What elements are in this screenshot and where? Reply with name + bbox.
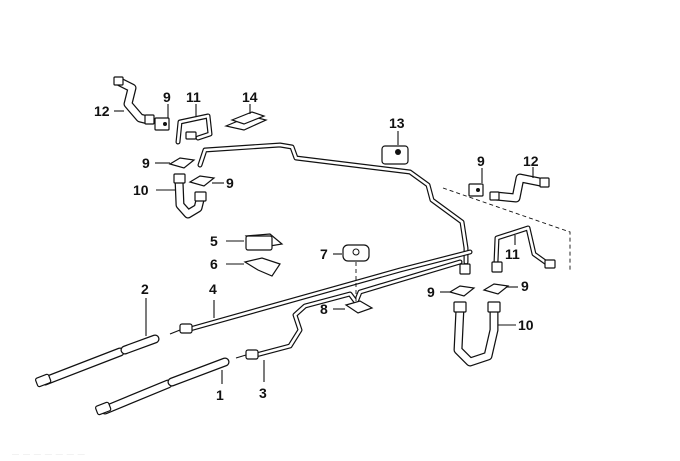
callout-11-left: 11 — [186, 89, 201, 116]
svg-text:7: 7 — [320, 246, 328, 262]
svg-text:10: 10 — [518, 317, 534, 333]
svg-text:10: 10 — [133, 182, 149, 198]
svg-text:9: 9 — [163, 89, 171, 105]
bracket-9-left-lower — [188, 175, 216, 187]
clip-strip-14 — [224, 111, 268, 131]
svg-text:3: 3 — [259, 385, 267, 401]
svg-text:11: 11 — [186, 89, 201, 105]
callout-9-left-lower: 9 — [212, 175, 234, 191]
callout-9-top-right: 9 — [477, 153, 485, 183]
bracket-9-top-left — [154, 117, 170, 131]
brake-hose-1 — [95, 357, 230, 416]
callout-11-right: 11 — [505, 235, 520, 262]
callout-6: 6 — [210, 256, 244, 272]
clip-cover-5 — [244, 233, 284, 251]
svg-text:11: 11 — [505, 246, 520, 262]
connector-block-13 — [381, 145, 409, 165]
callout-12-right: 12 — [523, 153, 539, 178]
svg-text:9: 9 — [477, 153, 485, 169]
brake-pipe-4 — [187, 249, 473, 332]
callout-10-left: 10 — [133, 182, 176, 198]
pipe-3-fitting — [235, 349, 259, 360]
callout-5: 5 — [210, 233, 244, 249]
bracket-9-left-mid — [168, 157, 196, 169]
svg-text:12: 12 — [94, 103, 110, 119]
svg-text:9: 9 — [427, 284, 435, 300]
rear-hose-10-right — [453, 301, 501, 367]
callout-14: 14 — [242, 89, 258, 114]
svg-text:5: 5 — [210, 233, 218, 249]
callout-12-left: 12 — [94, 103, 124, 119]
svg-text:8: 8 — [320, 301, 328, 317]
bracket-9-right-lower-left — [448, 285, 476, 297]
callout-9-left-mid: 9 — [142, 155, 170, 171]
callout-9-right-lower-left: 9 — [427, 284, 450, 300]
bent-pipe-11-right — [493, 225, 556, 269]
callout-8: 8 — [320, 301, 345, 317]
clip-base-6 — [243, 257, 281, 277]
bent-pipe-11-left — [175, 113, 213, 145]
callout-9-right-lower-right: 9 — [506, 278, 529, 294]
reference-frame — [442, 187, 571, 272]
caliper-hose-12-left — [113, 76, 155, 125]
svg-text:13: 13 — [389, 115, 405, 131]
rear-fitting-right — [491, 261, 503, 273]
callout-10-right: 10 — [498, 317, 534, 333]
callout-7: 7 — [320, 246, 342, 262]
callout-13: 13 — [389, 115, 405, 145]
callout-3: 3 — [259, 360, 267, 401]
svg-text:9: 9 — [142, 155, 150, 171]
nut-clip-8 — [344, 300, 374, 314]
svg-text:14: 14 — [242, 89, 258, 105]
main-brake-pipe — [197, 142, 469, 265]
pipe-holder-7 — [342, 244, 370, 262]
rear-hose-10-left — [173, 173, 207, 219]
svg-text:6: 6 — [210, 256, 218, 272]
rear-fitting-left — [459, 263, 471, 275]
brake-hose-2 — [35, 334, 160, 388]
brake-pipe-3 — [253, 259, 463, 358]
callout-1: 1 — [216, 370, 224, 403]
svg-text:9: 9 — [226, 175, 234, 191]
pipe-4-fitting — [169, 323, 193, 335]
bracket-9-right-lower-right — [482, 283, 510, 295]
callout-2: 2 — [141, 281, 149, 336]
svg-text:9: 9 — [521, 278, 529, 294]
svg-text:4: 4 — [209, 281, 217, 297]
svg-text:2: 2 — [141, 281, 149, 297]
caliper-hose-12-right — [489, 173, 550, 203]
watermark: — — — — — — — — [12, 451, 86, 458]
callout-4: 4 — [209, 281, 217, 318]
svg-text:12: 12 — [523, 153, 539, 169]
bracket-9-top-right — [468, 183, 484, 197]
svg-text:1: 1 — [216, 387, 224, 403]
callout-9-top-left: 9 — [163, 89, 171, 118]
